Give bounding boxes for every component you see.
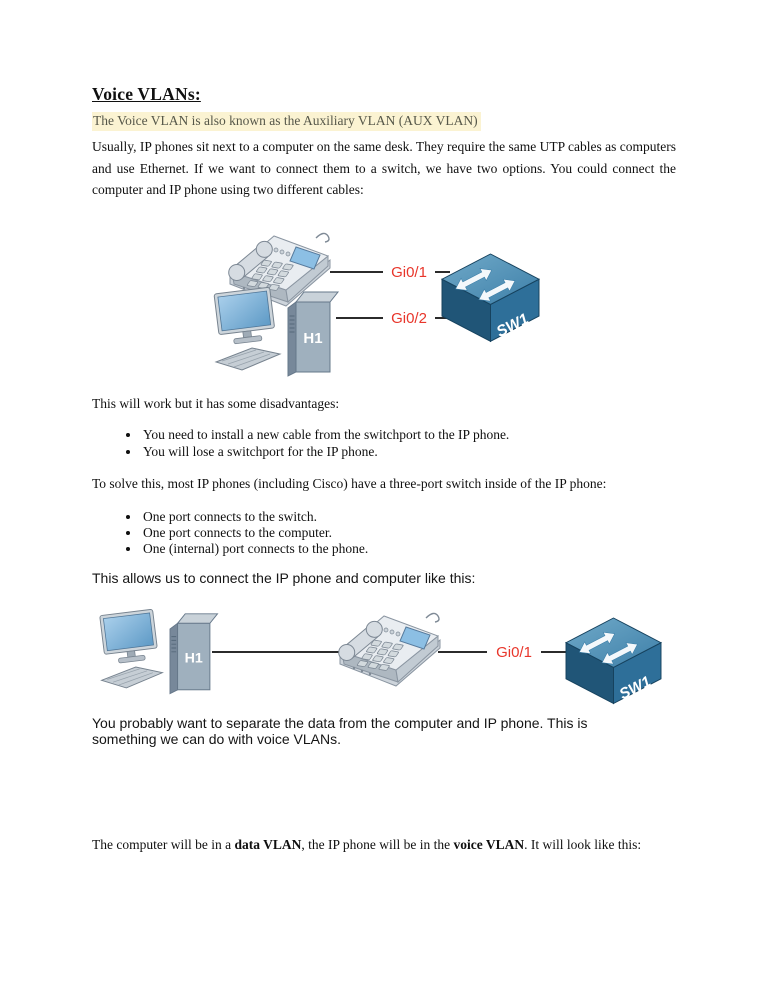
- list-item: One port connects to the computer.: [141, 525, 725, 541]
- port-label-backdrop: [383, 308, 435, 328]
- highlighted-note-text: The Voice VLAN is also known as the Auxi…: [92, 112, 481, 131]
- diagram-two-cables: Gi0/1 Gi0/2 H1 SW1: [213, 232, 540, 377]
- highlighted-note: The Voice VLAN is also known as the Auxi…: [92, 112, 676, 131]
- ip-phone-icon: [334, 612, 441, 687]
- closing-text: , the IP phone will be in the: [301, 837, 454, 852]
- page-title: Voice VLANs:: [92, 84, 201, 104]
- switch-icon: SW1: [441, 253, 540, 342]
- list-item: One port connects to the switch.: [141, 509, 725, 525]
- closing-text: . It will look like this:: [524, 837, 642, 852]
- port-label-backdrop: [383, 262, 435, 282]
- list-item: You need to install a new cable from the…: [141, 427, 725, 444]
- list-item: You will lose a switchport for the IP ph…: [141, 444, 725, 461]
- host-label: H1: [303, 330, 322, 347]
- port-label-gi02: Gi0/2: [391, 310, 427, 327]
- list-item: One (internal) port connects to the phon…: [141, 541, 725, 557]
- closing-text: The computer will be in a: [92, 837, 235, 852]
- diagram-internal-switch: Gi0/1 H1 SW1: [99, 608, 662, 704]
- host-icon: H1: [213, 286, 339, 377]
- solution-heading: To solve this, most IP phones (including…: [92, 476, 607, 491]
- intro-paragraph: Usually, IP phones sit next to a compute…: [92, 139, 676, 197]
- disadvantages-heading: This will work but it has some disadvant…: [92, 396, 340, 411]
- host-icon: H1: [99, 608, 218, 695]
- switch-icon: SW1: [565, 617, 662, 704]
- port-label-gi01: Gi0/1: [496, 644, 532, 661]
- closing-paragraph: The computer will be in a data VLAN, the…: [92, 836, 676, 853]
- host-label: H1: [185, 650, 203, 666]
- disadvantages-list: You need to install a new cable from the…: [92, 427, 725, 460]
- voice-vlan-bold: voice VLAN: [453, 837, 525, 852]
- port-label-backdrop: [487, 642, 541, 662]
- data-vlan-bold: data VLAN: [234, 837, 302, 852]
- three-ports-list: One port connects to the switch. One por…: [92, 509, 725, 557]
- separate-note: You probably want to separate the data f…: [92, 715, 588, 747]
- port-label-gi01: Gi0/1: [391, 264, 427, 281]
- connect-note: This allows us to connect the IP phone a…: [92, 570, 476, 586]
